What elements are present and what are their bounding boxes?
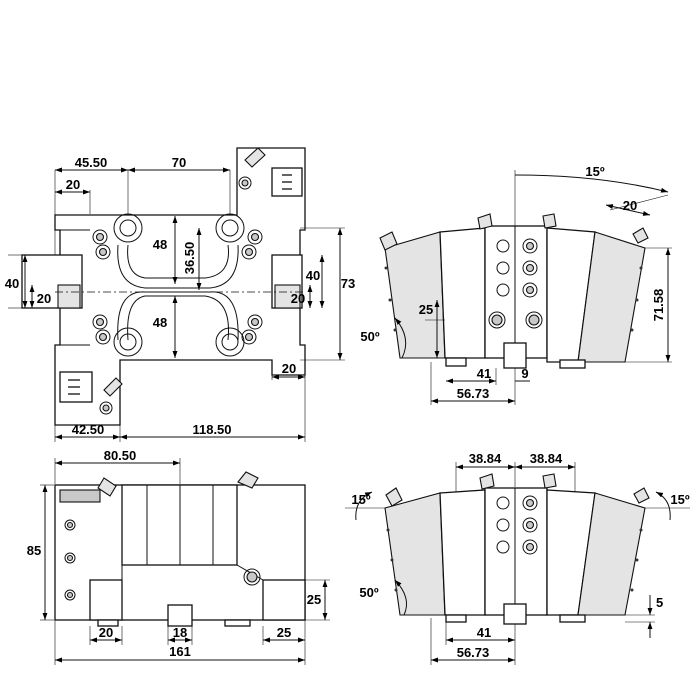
end-view-angle-15-left: 15º: [351, 492, 370, 507]
dim-42-50: 42.50: [72, 422, 105, 437]
end-view-center-column: [484, 487, 548, 616]
dim-20-bottom: 20: [282, 361, 296, 376]
side-view-key: [503, 342, 527, 369]
end-view-dim-38-84-right: 38.84: [530, 451, 563, 466]
dim-20-right: 20: [291, 291, 305, 306]
screw-icon: [64, 519, 261, 601]
side-view-dim-41: 41: [477, 366, 491, 381]
end-view-dim-5: 5: [656, 595, 663, 610]
nozzle-icon: [379, 213, 649, 251]
nozzle-icon: [97, 471, 259, 497]
side-view-dim-56-73: 56.73: [457, 386, 490, 401]
dim-48-lower: 48: [153, 315, 167, 330]
top-view-right-slot-inner: [274, 284, 301, 309]
dim-73: 73: [341, 276, 355, 291]
side-view-dim-9: 9: [521, 366, 528, 381]
side-view: 15º 20 71.58 25 50º 41 9 56.73: [360, 164, 672, 405]
nozzle-icon: [385, 473, 650, 507]
dim-40-left: 40: [5, 276, 19, 291]
nozzle-icon: [103, 147, 266, 397]
front-view-dim-18: 18: [173, 625, 187, 640]
top-view: 45.50 70 20 48 36.50 48 40 20 73 40 20 2…: [5, 147, 355, 442]
dim-36-50: 36.50: [182, 242, 197, 275]
front-view-dim-80-50: 80.50: [104, 448, 137, 463]
side-view-dim-20: 20: [623, 198, 637, 213]
side-view-dim-25: 25: [419, 302, 433, 317]
screw-icon: [92, 176, 263, 415]
dim-40-right: 40: [306, 268, 320, 283]
end-view-angle-15-right: 15º: [670, 492, 689, 507]
dim-20-top: 20: [66, 177, 80, 192]
side-view-left-block: [384, 231, 446, 359]
bore-icon: [488, 238, 543, 329]
front-view: 80.50 85 25 20 18 25 161: [27, 448, 330, 665]
bore-icon: [496, 495, 538, 555]
front-view-dim-25-bottom: 25: [277, 625, 291, 640]
front-view-dim-85: 85: [27, 543, 41, 558]
end-view-left-block: [384, 492, 446, 616]
dim-45-50: 45.50: [75, 155, 108, 170]
dim-20-left: 20: [37, 291, 51, 306]
front-view-dim-20: 20: [99, 625, 113, 640]
bore-bottom-left: [113, 327, 143, 357]
end-view: 38.84 38.84 15º 15º 50º 5 41 56.73: [345, 451, 690, 665]
end-view-dim-38-84-left: 38.84: [469, 451, 502, 466]
side-view-angle-15: 15º: [585, 164, 604, 179]
end-view-angle-50: 50º: [359, 585, 378, 600]
dim-70: 70: [172, 155, 186, 170]
front-view-key: [167, 604, 193, 627]
front-view-dim-25-right: 25: [307, 592, 321, 607]
side-view-center-column: [484, 225, 548, 359]
front-view-label-plate: [59, 489, 101, 503]
dim-48-upper: 48: [153, 237, 167, 252]
top-view-left-slot-inner: [57, 284, 81, 309]
dim-118-50: 118.50: [192, 422, 231, 437]
end-view-dim-41: 41: [477, 625, 491, 640]
end-view-key: [503, 603, 527, 625]
front-view-dim-161: 161: [169, 644, 191, 659]
side-view-dim-71-58: 71.58: [651, 289, 666, 322]
end-view-dim-56-73: 56.73: [457, 645, 490, 660]
side-view-angle-50: 50º: [360, 329, 379, 344]
